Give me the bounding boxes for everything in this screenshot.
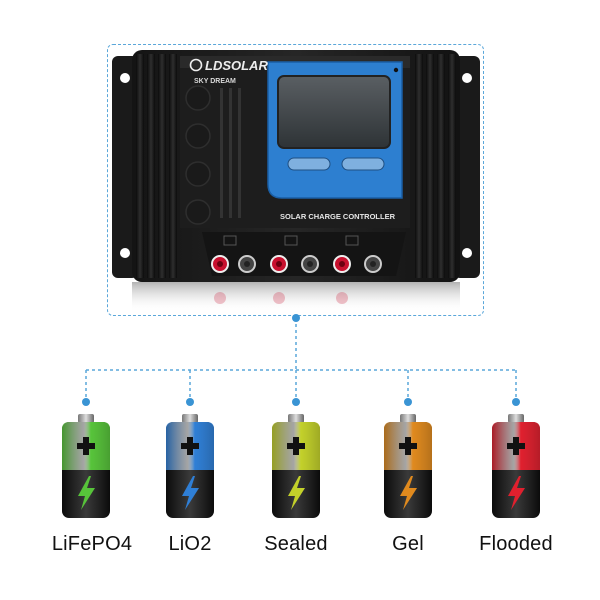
battery-sealed-battery-icon xyxy=(266,412,326,522)
battery-gel-battery-icon xyxy=(378,412,438,522)
brand-logo: LDSOLAR xyxy=(205,58,268,73)
model-name: SKY DREAM xyxy=(194,78,236,85)
logo-icon xyxy=(189,58,203,72)
battery-lio2-battery-icon xyxy=(160,412,220,522)
battery-label-gel: Gel xyxy=(392,533,424,555)
product-name: SOLAR CHARGE CONTROLLER xyxy=(280,212,396,221)
battery-label-sealed: Sealed xyxy=(264,533,328,555)
battery-lifepo4-battery-icon xyxy=(56,412,116,522)
battery-label-lio2: LiO2 xyxy=(168,533,212,555)
battery-label-lifepo4: LiFePO4 xyxy=(51,533,133,555)
battery-flooded-battery-icon xyxy=(486,412,546,522)
solar-charge-controller: LDSOLAR SKY DREAM SOLAR CHARGE CONTROLLE… xyxy=(112,50,480,312)
battery-label-flooded: Flooded xyxy=(479,533,553,555)
